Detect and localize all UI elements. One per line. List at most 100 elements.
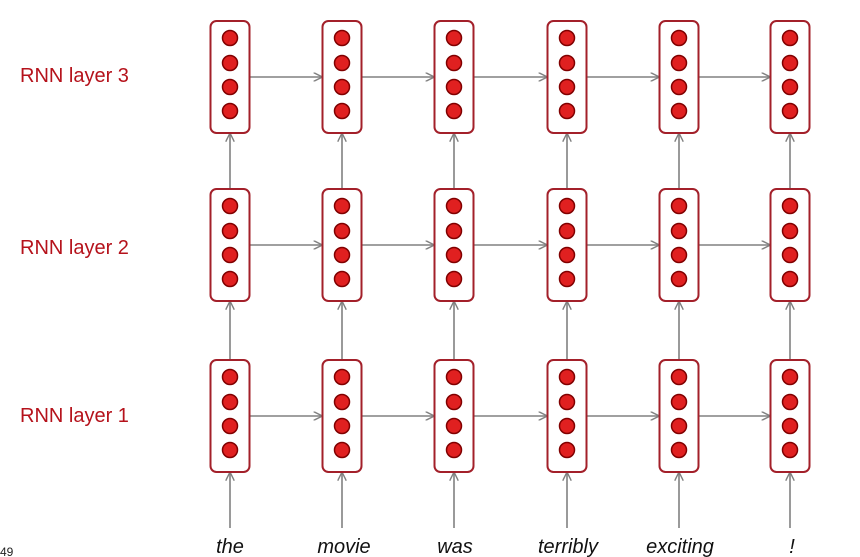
rnn-cell-layer2-t3 (433, 188, 475, 302)
hidden-unit (558, 368, 576, 386)
rnn-cell-layer3-t6 (769, 20, 811, 134)
hidden-unit (333, 197, 351, 215)
hidden-unit (670, 54, 688, 72)
input-word-was: was (437, 536, 473, 557)
hidden-unit (781, 441, 799, 459)
hidden-unit (558, 102, 576, 120)
hidden-unit (221, 270, 239, 288)
cell-box (433, 188, 475, 302)
hidden-unit (333, 441, 351, 459)
layer-label-3: RNN layer 3 (20, 65, 129, 87)
hidden-unit (445, 222, 463, 240)
rnn-cell-layer1-t4 (546, 359, 588, 473)
hidden-unit (781, 197, 799, 215)
hidden-unit (221, 417, 239, 435)
cell-box (658, 188, 700, 302)
rnn-cell-layer3-t3 (433, 20, 475, 134)
arrows-group (230, 77, 790, 528)
hidden-unit (558, 78, 576, 96)
hidden-unit (333, 270, 351, 288)
hidden-unit (781, 368, 799, 386)
hidden-unit (221, 246, 239, 264)
hidden-unit (670, 222, 688, 240)
hidden-unit (333, 368, 351, 386)
hidden-unit (445, 197, 463, 215)
hidden-unit (781, 78, 799, 96)
hidden-unit (558, 197, 576, 215)
hidden-unit (781, 102, 799, 120)
hidden-unit (445, 54, 463, 72)
hidden-unit (670, 417, 688, 435)
hidden-unit (445, 78, 463, 96)
rnn-cell-layer1-t5 (658, 359, 700, 473)
cell-box (209, 359, 251, 473)
hidden-unit (221, 54, 239, 72)
hidden-unit (781, 270, 799, 288)
input-word-exciting: exciting (646, 536, 714, 557)
hidden-unit (558, 393, 576, 411)
hidden-unit (333, 246, 351, 264)
hidden-unit (445, 270, 463, 288)
input-word-terribly: terribly (537, 536, 598, 557)
rnn-cell-layer2-t1 (209, 188, 251, 302)
hidden-unit (558, 441, 576, 459)
hidden-unit (221, 29, 239, 47)
hidden-unit (781, 246, 799, 264)
hidden-unit (333, 102, 351, 120)
hidden-unit (221, 441, 239, 459)
hidden-unit (333, 78, 351, 96)
hidden-unit (558, 222, 576, 240)
hidden-unit (558, 54, 576, 72)
cell-box (321, 188, 363, 302)
hidden-unit (558, 417, 576, 435)
cell-box (546, 359, 588, 473)
rnn-cell-layer2-t4 (546, 188, 588, 302)
hidden-unit (221, 222, 239, 240)
hidden-unit (445, 246, 463, 264)
cell-box (546, 188, 588, 302)
hidden-unit (445, 29, 463, 47)
cell-box (209, 188, 251, 302)
rnn-cell-layer1-t1 (209, 359, 251, 473)
cell-box (769, 20, 811, 134)
hidden-unit (333, 222, 351, 240)
hidden-unit (445, 368, 463, 386)
cell-box (433, 359, 475, 473)
hidden-unit (445, 102, 463, 120)
layer-label-1: RNN layer 1 (20, 405, 129, 427)
hidden-unit (670, 441, 688, 459)
cell-box (433, 20, 475, 134)
hidden-unit (558, 246, 576, 264)
hidden-unit (221, 393, 239, 411)
cell-box (321, 20, 363, 134)
hidden-unit (670, 393, 688, 411)
rnn-cell-layer1-t3 (433, 359, 475, 473)
hidden-unit (670, 29, 688, 47)
hidden-unit (558, 29, 576, 47)
hidden-unit (781, 29, 799, 47)
rnn-cell-layer2-t2 (321, 188, 363, 302)
hidden-unit (670, 197, 688, 215)
rnn-cell-layer1-t6 (769, 359, 811, 473)
layer-label-2: RNN layer 2 (20, 237, 129, 259)
cell-box (769, 359, 811, 473)
rnn-cell-layer3-t4 (546, 20, 588, 134)
cell-box (658, 359, 700, 473)
input-word-movie: movie (317, 536, 371, 557)
hidden-unit (221, 102, 239, 120)
hidden-unit (221, 78, 239, 96)
rnn-cell-layer1-t2 (321, 359, 363, 473)
hidden-unit (670, 270, 688, 288)
hidden-unit (781, 393, 799, 411)
cell-box (658, 20, 700, 134)
page-number: 49 (0, 545, 14, 557)
hidden-unit (670, 246, 688, 264)
hidden-unit (445, 393, 463, 411)
rnn-cell-layer3-t1 (209, 20, 251, 134)
input-word-exclamation: ! (789, 536, 795, 557)
cell-box (321, 359, 363, 473)
hidden-unit (445, 441, 463, 459)
hidden-unit (670, 78, 688, 96)
